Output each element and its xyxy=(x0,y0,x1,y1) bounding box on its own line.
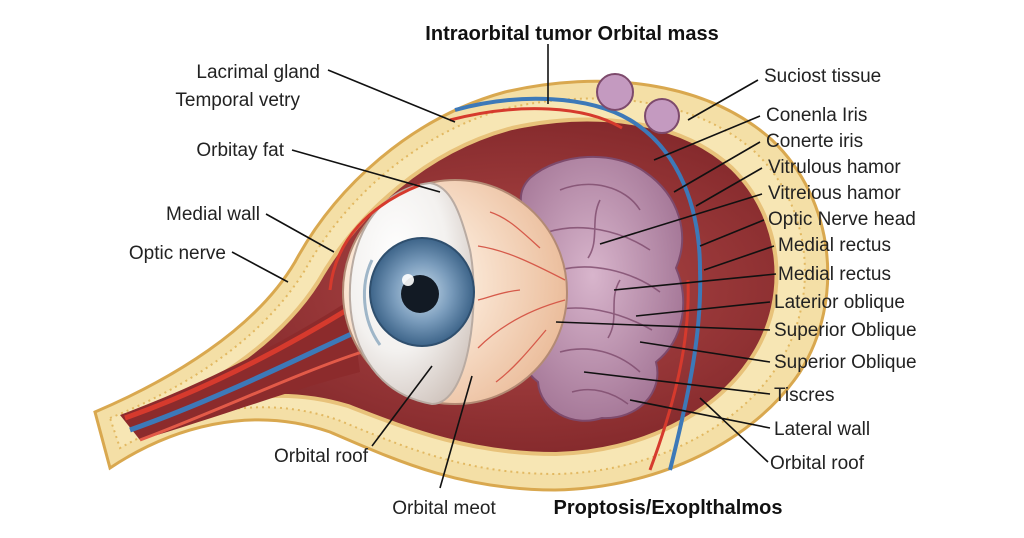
optic-nerve-bundle xyxy=(120,300,363,442)
label-suciost-tissue: Suciost tissue xyxy=(764,66,881,87)
nodule-2 xyxy=(644,98,680,134)
label-optic-nerve: Optic nerve xyxy=(129,243,226,264)
tumor-folds xyxy=(547,183,661,405)
leader-vitrulous xyxy=(695,167,763,207)
label-vitrulous-hamor: Vitrulous hamor xyxy=(768,157,901,178)
label-orbital-meot: Orbital meot xyxy=(392,498,496,519)
leader-lines xyxy=(231,44,777,489)
leader-conerte-iris xyxy=(673,141,761,193)
tumor-mass xyxy=(517,156,685,422)
eyeball xyxy=(342,179,568,406)
nerve-artery-2 xyxy=(139,350,363,442)
label-conenla-iris: Conenla Iris xyxy=(766,105,867,126)
leader-medial-rectus-2 xyxy=(613,273,777,291)
label-superior-oblique-2: Superior Oblique xyxy=(774,352,917,373)
label-temporal-vetry: Temporal vetry xyxy=(175,90,300,111)
nerve-vein xyxy=(129,327,362,433)
iris-highlight xyxy=(402,274,414,286)
leader-lateral-wall xyxy=(629,399,771,429)
label-tiscres: Tiscres xyxy=(774,385,835,406)
leader-orbital-meot xyxy=(439,375,473,489)
nodule-1 xyxy=(596,73,634,111)
leader-orbital-roof-left xyxy=(371,365,433,447)
leader-vitreious xyxy=(599,193,763,245)
leader-orbitay-fat xyxy=(291,149,441,193)
leader-laterior-oblique xyxy=(635,301,771,317)
label-laterior-oblique: Laterior oblique xyxy=(774,292,905,313)
cornea-edge xyxy=(362,259,382,346)
leader-medial-rectus-1 xyxy=(703,245,775,271)
leader-conenla-iris xyxy=(653,115,761,161)
right-vein xyxy=(668,269,703,471)
retinal-vessels xyxy=(477,211,566,383)
label-optic-nerve-head: Optic Nerve head xyxy=(768,209,916,230)
top-artery xyxy=(449,107,623,130)
label-vitreious-hamor: Vitreious hamor xyxy=(768,183,901,204)
label-orbitay-fat: Orbitay fat xyxy=(196,140,284,161)
leader-medial-wall xyxy=(265,213,335,253)
label-medial-wall: Medial wall xyxy=(166,204,260,225)
nerve-artery xyxy=(124,302,357,421)
label-orbital-roof-right: Orbital roof xyxy=(770,453,865,474)
right-artery xyxy=(648,279,690,471)
suciost-nodules xyxy=(596,73,680,134)
leader-orbital-roof-right xyxy=(699,397,769,463)
label-medial-rectus-2: Medial rectus xyxy=(778,264,891,285)
left-artery xyxy=(328,183,421,291)
leader-tiscres xyxy=(583,371,771,395)
label-lateral-wall: Lateral wall xyxy=(774,419,870,440)
label-conerte-iris: Conerte iris xyxy=(766,131,863,152)
labels-left: Lacrimal gland Temporal vetry Orbitay fa… xyxy=(129,62,497,519)
leader-superior-oblique-1 xyxy=(555,321,771,331)
leader-lacrimal-gland xyxy=(327,69,456,123)
leader-optic-nerve xyxy=(231,251,289,283)
leader-superior-oblique-2 xyxy=(639,341,771,363)
label-superior-oblique-1: Superior Oblique xyxy=(774,320,917,341)
label-medial-rectus-1: Medial rectus xyxy=(778,235,891,256)
label-orbital-roof-left: Orbital roof xyxy=(274,446,369,467)
leader-optic-nerve-head xyxy=(699,219,765,247)
labels-right: Suciost tissue Conenla Iris Conerte iris… xyxy=(764,66,917,474)
diagram-title: Intraorbital tumor Orbital mass xyxy=(425,23,718,45)
diagram-caption: Proptosis/Exoplthalmos xyxy=(554,497,783,519)
leader-suciost xyxy=(687,79,759,121)
label-lacrimal-gland: Lacrimal gland xyxy=(196,62,320,83)
